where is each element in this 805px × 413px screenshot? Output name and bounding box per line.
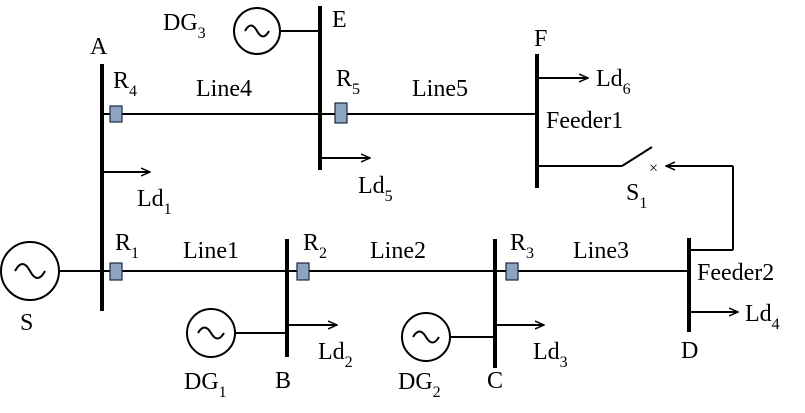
source-generator-s bbox=[0, 241, 60, 301]
source-label: S bbox=[20, 310, 33, 336]
relay-r3-label: R3 bbox=[510, 230, 534, 262]
load-5-label: Ld5 bbox=[358, 173, 393, 205]
tie-switch-s1 bbox=[621, 146, 653, 167]
line3-label: Line3 bbox=[573, 238, 629, 264]
line4-label: Line4 bbox=[196, 76, 252, 102]
relay-r5 bbox=[334, 102, 348, 124]
bus-d-label: D bbox=[681, 338, 698, 364]
dg2-generator bbox=[401, 312, 451, 362]
line2-label: Line2 bbox=[370, 238, 426, 264]
relay-r2-label: R2 bbox=[303, 230, 327, 262]
relay-r1-label: R1 bbox=[115, 230, 139, 262]
load-6-label: Ld6 bbox=[596, 66, 631, 98]
feeder2-label: Feeder2 bbox=[697, 260, 774, 286]
load-2-label: Ld2 bbox=[318, 339, 353, 371]
dg1-generator bbox=[186, 308, 236, 358]
relay-r1 bbox=[109, 262, 123, 281]
dg3-generator bbox=[233, 7, 281, 55]
load-4-label: Ld4 bbox=[745, 301, 780, 333]
bus-a-label: A bbox=[90, 34, 108, 60]
relay-r2 bbox=[296, 262, 310, 281]
dg1-label: DG1 bbox=[184, 369, 227, 401]
bus-b-label: B bbox=[275, 368, 291, 394]
load-3-label: Ld3 bbox=[533, 339, 568, 371]
bus-c-label: C bbox=[487, 368, 503, 394]
bus-f-label: F bbox=[534, 26, 547, 52]
relay-r5-label: R5 bbox=[336, 66, 360, 98]
bus-e-label: E bbox=[332, 7, 347, 33]
dg2-label: DG2 bbox=[398, 369, 441, 401]
relay-r4-label: R4 bbox=[113, 68, 137, 100]
line5-label: Line5 bbox=[412, 76, 468, 102]
switch-s1-label: S1 bbox=[626, 180, 647, 212]
line1-label: Line1 bbox=[183, 238, 239, 264]
relay-r4 bbox=[109, 105, 123, 123]
load-1-label: Ld1 bbox=[137, 186, 172, 218]
switch-contact-icon: × bbox=[649, 160, 658, 177]
dg3-label: DG3 bbox=[163, 10, 206, 42]
feeder1-label: Feeder1 bbox=[546, 108, 623, 134]
relay-r3 bbox=[505, 262, 519, 281]
